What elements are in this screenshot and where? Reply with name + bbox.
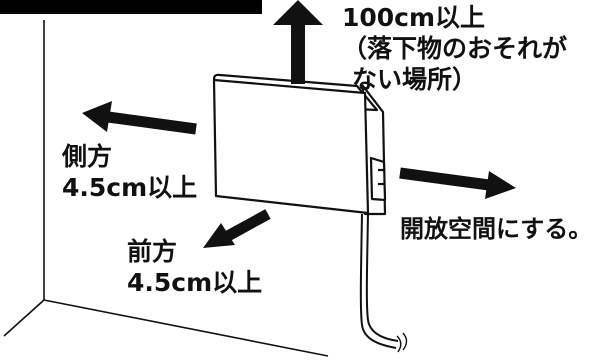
wall-floor-edge xyxy=(43,299,329,357)
right-arrow-shaft xyxy=(399,167,490,191)
power-cord-cut-mark xyxy=(396,332,408,353)
room-corner xyxy=(3,20,329,357)
heater-panel xyxy=(212,73,387,216)
right-arrow-head xyxy=(485,171,516,199)
right-arrow xyxy=(399,167,516,199)
front-clearance-label: 前方 4.5cm以上 xyxy=(127,236,262,298)
front-distance-text: 4.5cm以上 xyxy=(127,268,263,297)
top-clearance-label: 100cm以上 （落下物のおそれが ない場所） xyxy=(342,2,567,95)
side-clearance-label: 側方 4.5cm以上 xyxy=(62,141,197,203)
front-direction-text: 前方 xyxy=(127,237,178,266)
up-arrow-shaft xyxy=(291,24,305,84)
side-direction-text: 側方 xyxy=(62,142,113,171)
top-note-line1: （落下物のおそれが xyxy=(342,34,568,63)
left-arrow xyxy=(82,101,197,135)
power-cord-line-b xyxy=(365,213,399,342)
top-note-line2: ない場所） xyxy=(352,65,478,94)
power-cord xyxy=(359,213,408,353)
floor-diagonal-edge xyxy=(3,299,45,337)
top-distance-text: 100cm以上 xyxy=(342,3,486,32)
up-arrow xyxy=(273,0,323,84)
left-arrow-head xyxy=(82,101,112,132)
left-arrow-shaft xyxy=(107,111,197,135)
heater-front-face xyxy=(212,78,370,215)
open-space-label: 開放空間にする。 xyxy=(400,215,593,243)
front-arrow xyxy=(203,209,271,248)
power-cord-line-a xyxy=(359,213,397,349)
header-bar xyxy=(0,0,262,14)
side-distance-text: 4.5cm以上 xyxy=(62,173,198,202)
up-arrow-head xyxy=(273,0,323,25)
front-arrow-head xyxy=(203,223,235,248)
front-arrow-shaft xyxy=(223,209,271,242)
control-box xyxy=(369,156,387,202)
